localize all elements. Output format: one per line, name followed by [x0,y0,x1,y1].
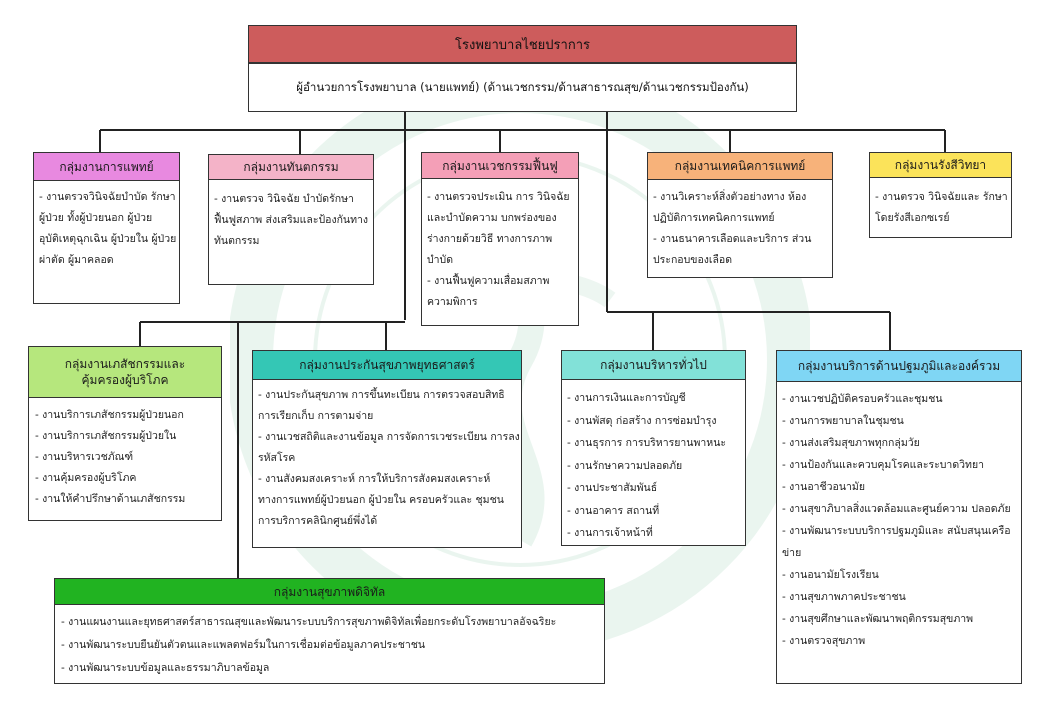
primary-care-item: - งานสุขาภิบาลสิ่งแวดล้อมและศูนย์ความ ปล… [782,503,1011,515]
digital-item: - งานพัฒนาระบบข้อมูลและธรรมาภิบาลข้อมูล [61,662,270,674]
digital-group-title: กลุ่มงานสุขภาพดิจิทัล [273,584,386,599]
pharmacy-item: - งานบริการเภสัชกรรมผู้ป่วยใน [35,430,177,442]
admin-item: - งานอาคาร สถานที่ [567,504,660,517]
hospital-title-box: โรงพยาบาลไชยปราการ [248,25,797,63]
pharmacy-group-title: กลุ่มงานเภสัชกรรมและคุ้มครองผู้บริโภค [64,357,186,387]
primary-care-item: - งานอนามัยโรงเรียน [782,569,879,581]
primary-care-item: - งานสุขภาพภาคประชาชน [782,591,906,603]
primary-care-item: - งานพัฒนาระบบบริการปฐมภูมิและ สนับสนุนเ… [782,525,1011,559]
primary-care-item: - งานตรวจสุขภาพ [782,635,866,647]
primary-care-item: - งานการพยาบาลในชุมชน [782,415,904,427]
rehab-item: - งานฟื้นฟูความเสื่อมสภาพ ความพิการ [427,275,550,308]
radiology-item: - งานตรวจ วินิจฉัยและ รักษาโดยรังสีเอกซเ… [875,191,1008,224]
pharmacy-item: - งานให้คำปรึกษาด้านเภสัชกรรม [35,493,186,505]
medical-group-header: กลุ่มงานการแพทย์ [33,152,180,181]
admin-item: - งานการเงินและการบัญชี [567,392,686,404]
radiology-group-title: กลุ่มงานรังสีวิทยา [894,158,987,172]
admin-item: - งานการเจ้าหน้าที่ [567,527,653,539]
primary-care-item: - งานสุขศึกษาและพัฒนาพฤติกรรมสุขภาพ [782,613,974,625]
pharmacy-group-header: กลุ่มงานเภสัชกรรมและคุ้มครองผู้บริโภค [28,346,222,398]
digital-group-header: กลุ่มงานสุขภาพดิจิทัล [54,578,605,605]
director-box: ผู้อำนวยการโรงพยาบาล (นายแพทย์) (ด้านเวช… [248,63,797,112]
admin-group-title: กลุ่มงานบริหารทั่วไป [600,358,707,372]
rehab-group-box: - งานตรวจประเมิน การ วินิจฉัยและบำบัดควา… [421,152,579,326]
rehab-item: - งานตรวจประเมิน การ วินิจฉัยและบำบัดควา… [427,191,570,266]
primary-care-group-box: - งานเวชปฏิบัติครอบครัวและชุมชน - งานการ… [776,350,1022,684]
rehab-group-title: กลุ่มงานเวชกรรมฟื้นฟู [442,158,558,173]
primary-care-item: - งานเวชปฏิบัติครอบครัวและชุมชน [782,393,943,405]
insurance-item: - งานเวชสถิติและงานข้อมูล การจัดการเวชระ… [258,431,520,464]
digital-item: - งานพัฒนาระบบยืนยันตัวตนและแพลตฟอร์มในก… [61,639,426,651]
admin-item: - งานธุรการ การบริหารยานพาหนะ [567,437,727,449]
insurance-group-header: กลุ่มงานประกันสุขภาพยุทธศาสตร์ [252,350,522,380]
dental-group-header: กลุ่มงานทันตกรรม [208,154,374,180]
pharmacy-item: - งานบริการเภสัชกรรมผู้ป่วยนอก [35,409,184,421]
insurance-item: - งานประกันสุขภาพ การขึ้นทะเบียน การตรวจ… [258,389,505,422]
admin-item: - งานรักษาความปลอดภัย [567,459,683,472]
primary-care-group-title: กลุ่มงานบริการด้านปฐมภูมิและองค์รวม [797,359,1001,373]
primary-care-item: - งานป้องกันและควบคุมโรคและระบาดวิทยา [782,459,985,471]
insurance-group-title: กลุ่มงานประกันสุขภาพยุทธศาสตร์ [299,358,475,372]
medtech-item: - งานธนาคารเลือดและบริการ ส่วนประกอบของเ… [653,233,812,266]
primary-care-item: - งานส่งเสริมสุขภาพทุกกลุ่มวัย [782,437,920,449]
radiology-group-header: กลุ่มงานรังสีวิทยา [869,152,1012,178]
hospital-title: โรงพยาบาลไชยปราการ [455,37,590,53]
medtech-group-title: กลุ่มงานเทคนิคการแพทย์ [674,159,806,173]
primary-care-item: - งานอาชีวอนามัย [782,481,866,493]
insurance-item: - งานสังคมสงเคราะห์ การให้บริการสังคมสงเ… [258,473,504,527]
primary-care-group-header: กลุ่มงานบริการด้านปฐมภูมิและองค์รวม [776,350,1022,382]
pharmacy-item: - งานคุ้มครองผู้บริโภค [35,472,137,484]
medical-group-title: กลุ่มงานการแพทย์ [59,159,154,174]
medtech-group-header: กลุ่มงานเทคนิคการแพทย์ [647,152,833,180]
rehab-group-header: กลุ่มงานเวชกรรมฟื้นฟู [421,152,579,179]
dental-group-title: กลุ่มงานทันตกรรม [243,160,339,174]
admin-group-box: - งานการเงินและการบัญชี - งานพัสดุ ก่อสร… [561,350,746,546]
digital-item: - งานแผนงานและยุทธศาสตร์สาธารณสุขและพัฒน… [61,616,557,628]
dental-item: - งานตรวจ วินิจฉัย บำบัดรักษา ฟื้นฟูสภาพ… [214,193,369,247]
admin-item: - งานพัสดุ ก่อสร้าง การซ่อมบำรุง [567,414,717,427]
admin-group-header: กลุ่มงานบริหารทั่วไป [561,350,746,380]
director-title: ผู้อำนวยการโรงพยาบาล (นายแพทย์) (ด้านเวช… [296,79,749,94]
medical-item: - งานตรวจวินิจฉัยบำบัด รักษาผู้ป่วย ทั้ง… [39,191,177,266]
admin-item: - งานประชาสัมพันธ์ [567,482,658,494]
medtech-item: - งานวิเคราะห์สิ่งตัวอย่างทาง ห้องปฏิบัต… [653,191,807,224]
insurance-group-box: - งานประกันสุขภาพ การขึ้นทะเบียน การตรวจ… [252,350,522,548]
pharmacy-item: - งานบริหารเวชภัณฑ์ [35,451,134,463]
